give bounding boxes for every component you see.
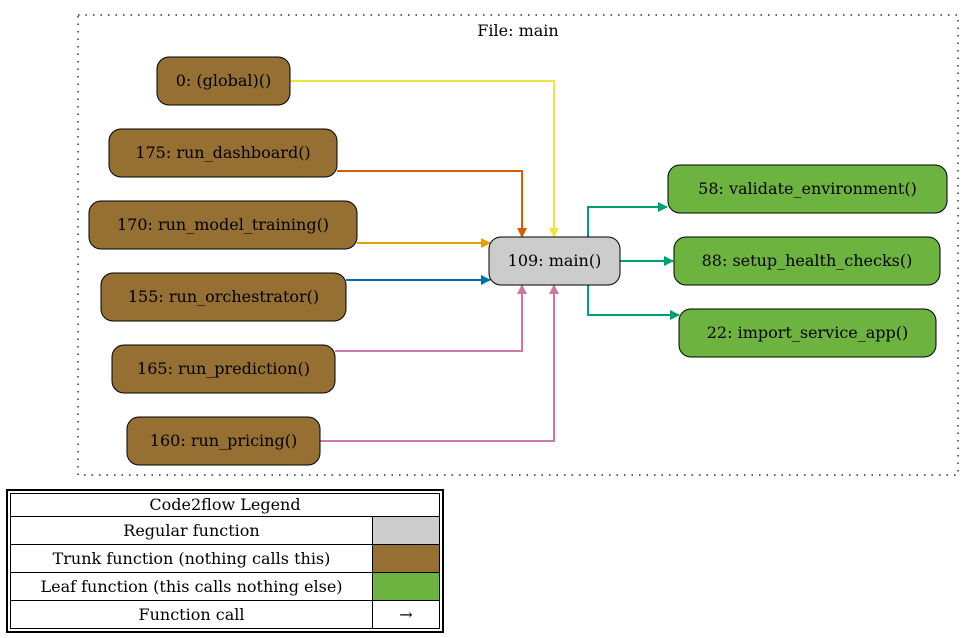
regular-swatch bbox=[373, 517, 439, 544]
node-main[interactable]: 109: main() bbox=[488, 236, 621, 286]
edge-main-to-import-service-app bbox=[587, 285, 680, 320]
svg-text:109: main(): 109: main() bbox=[508, 251, 602, 270]
legend-row-regular: Regular function bbox=[11, 517, 439, 545]
svg-text:165: run_prediction(): 165: run_prediction() bbox=[137, 359, 310, 378]
legend-row-call: Function call → bbox=[11, 601, 439, 628]
trunk-swatch bbox=[373, 545, 439, 572]
node-run-prediction[interactable]: 165: run_prediction() bbox=[111, 344, 336, 394]
file-cluster bbox=[77, 14, 959, 476]
edge-global-to-main bbox=[290, 80, 559, 238]
legend-title: Code2flow Legend bbox=[11, 494, 439, 517]
legend-label: Regular function bbox=[11, 517, 373, 544]
edge-main-to-validate-environment bbox=[587, 202, 668, 237]
svg-text:58: validate_environment(): 58: validate_environment() bbox=[698, 179, 917, 198]
node-run-dashboard[interactable]: 175: run_dashboard() bbox=[108, 128, 338, 178]
legend-row-leaf: Leaf function (this calls nothing else) bbox=[11, 573, 439, 601]
svg-text:88: setup_health_checks(): 88: setup_health_checks() bbox=[702, 251, 913, 270]
cluster-title: File: main bbox=[477, 21, 558, 40]
edge-run-prediction-to-main bbox=[335, 284, 527, 352]
node-setup-health-checks[interactable]: 88: setup_health_checks() bbox=[673, 236, 941, 286]
edge-run-pricing-to-main bbox=[320, 284, 559, 442]
svg-text:175: run_dashboard(): 175: run_dashboard() bbox=[135, 143, 310, 162]
legend-label: Trunk function (nothing calls this) bbox=[11, 545, 373, 572]
svg-text:170: run_model_training(): 170: run_model_training() bbox=[117, 215, 329, 234]
node-run-orchestrator[interactable]: 155: run_orchestrator() bbox=[100, 272, 347, 322]
legend-row-trunk: Trunk function (nothing calls this) bbox=[11, 545, 439, 573]
svg-text:160: run_pricing(): 160: run_pricing() bbox=[150, 431, 297, 450]
edge-run-dashboard-to-main bbox=[337, 170, 527, 238]
node-global[interactable]: 0: (global)() bbox=[156, 56, 291, 106]
svg-text:0: (global)(): 0: (global)() bbox=[176, 71, 272, 90]
node-run-pricing[interactable]: 160: run_pricing() bbox=[126, 416, 321, 466]
node-validate-environment[interactable]: 58: validate_environment() bbox=[667, 164, 948, 214]
node-import-service-app[interactable]: 22: import_service_app() bbox=[678, 308, 937, 358]
legend-label: Function call bbox=[11, 601, 373, 628]
arrow-right-icon: → bbox=[399, 605, 413, 624]
svg-text:155: run_orchestrator(): 155: run_orchestrator() bbox=[128, 287, 319, 306]
legend-label: Leaf function (this calls nothing else) bbox=[11, 573, 373, 600]
node-run-model-training[interactable]: 170: run_model_training() bbox=[88, 200, 358, 250]
legend: Code2flow Legend Regular function Trunk … bbox=[6, 489, 444, 633]
svg-text:22: import_service_app(): 22: import_service_app() bbox=[707, 323, 909, 342]
leaf-swatch bbox=[373, 573, 439, 600]
